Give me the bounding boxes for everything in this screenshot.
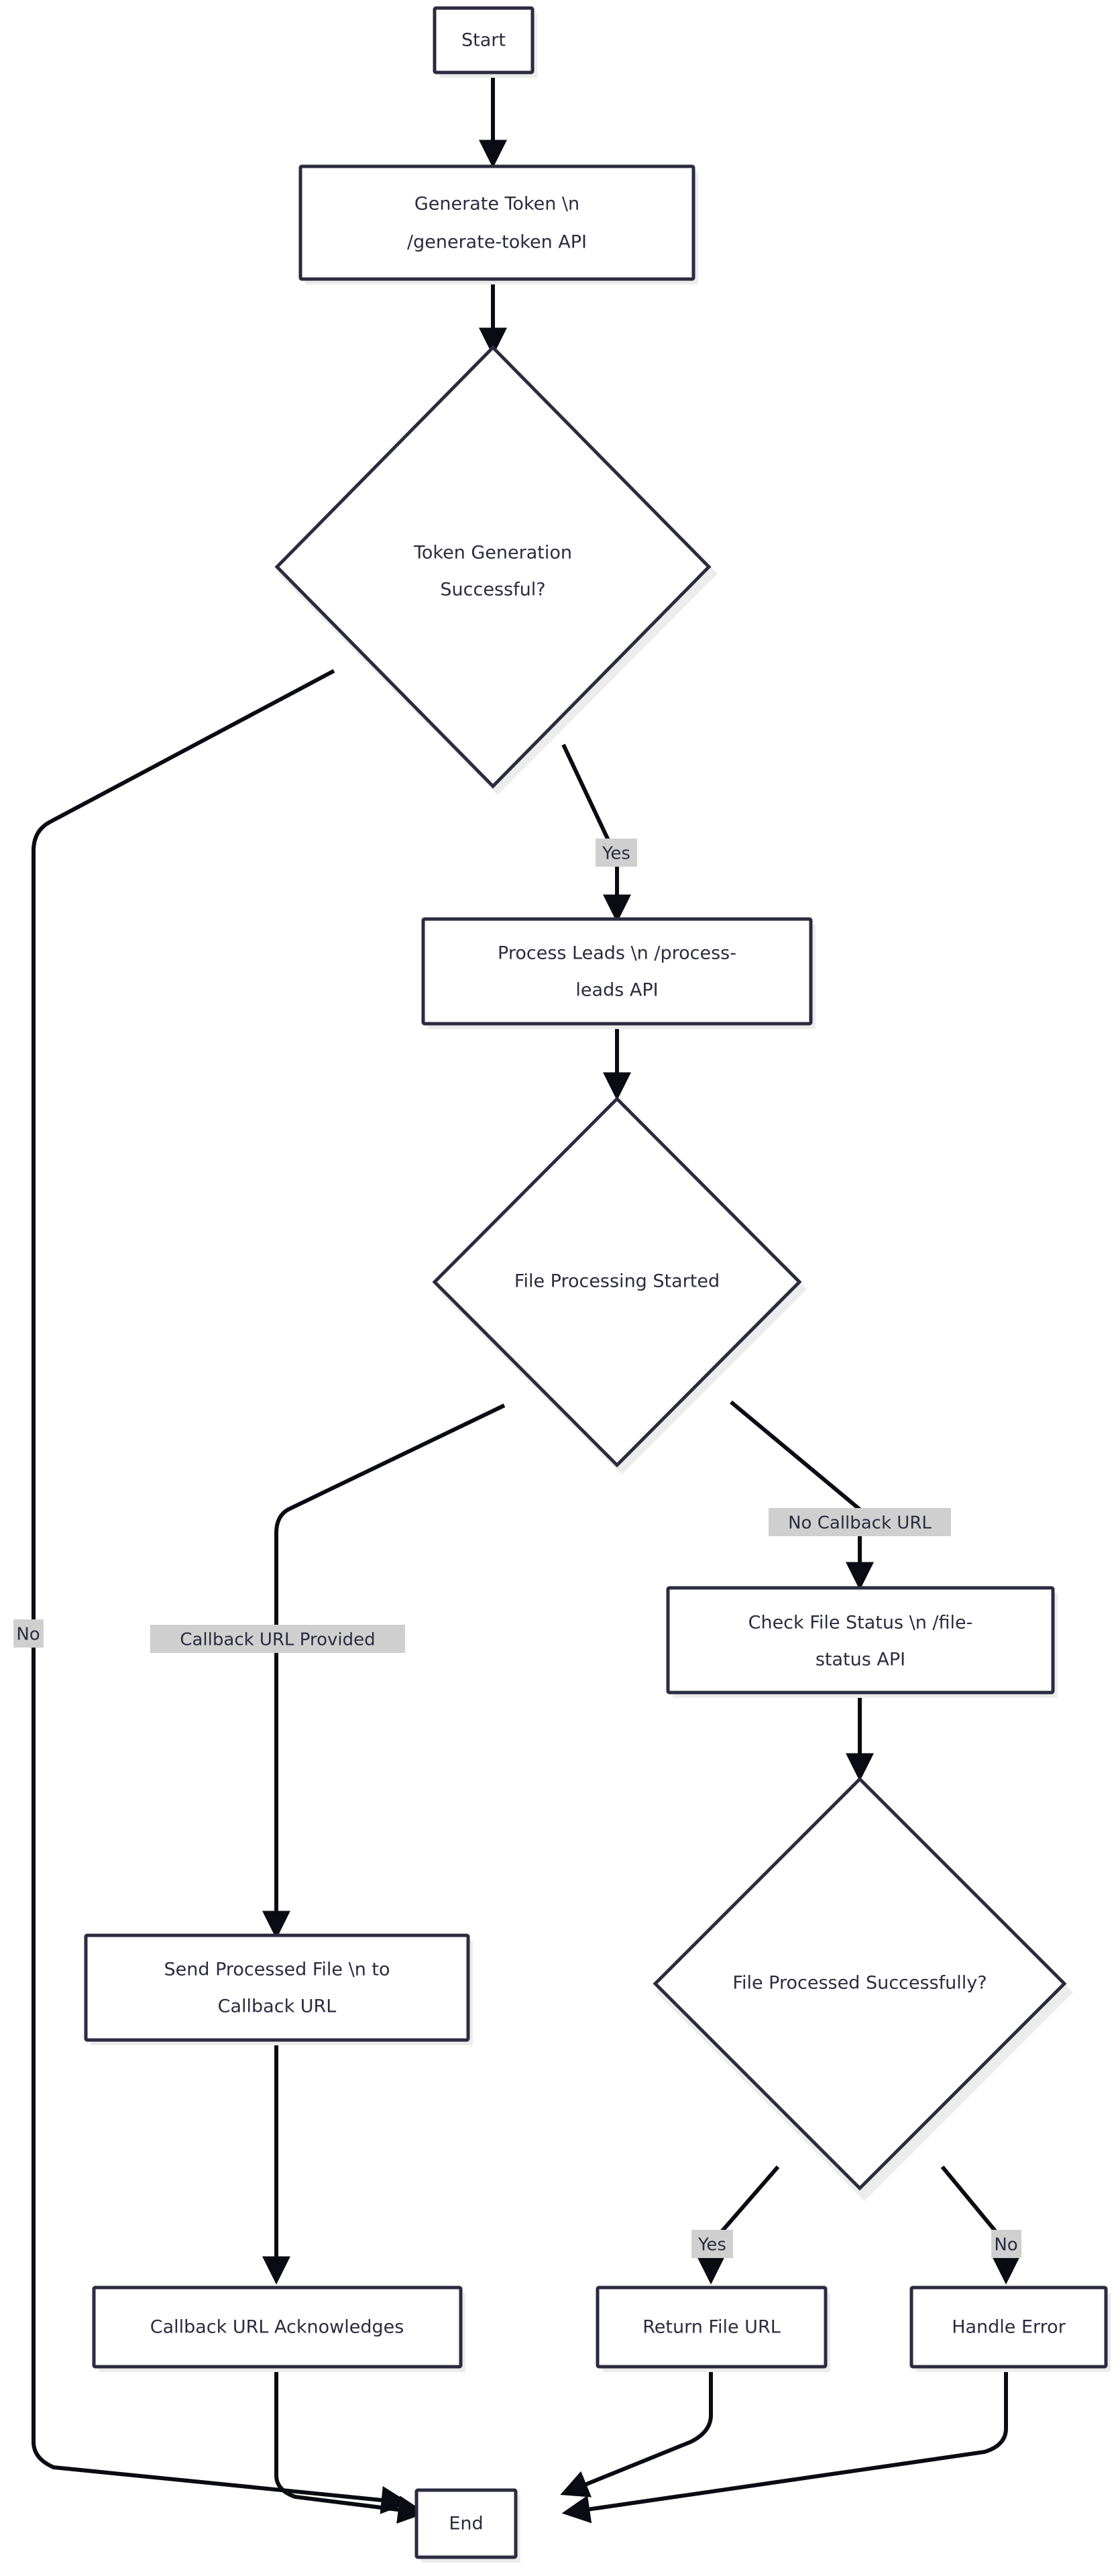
node-start-label: Start: [461, 30, 506, 51]
node-start[interactable]: Start: [433, 6, 537, 78]
node-generate-token-label-line1: Generate Token \n: [414, 194, 579, 215]
node-generate-token[interactable]: Generate Token \n /generate-token API: [298, 164, 698, 284]
node-process-leads-label-line2: leads API: [575, 980, 658, 1001]
edge-label-token-no-text: No: [16, 1625, 40, 1645]
node-process-leads[interactable]: Process Leads \n /process- leads API: [421, 917, 816, 1029]
edge-label-token-yes: Yes: [596, 839, 637, 867]
edge-token-decision-yes-to-process-leads: [561, 743, 631, 923]
node-check-file-status[interactable]: Check File Status \n /file- status API: [666, 1586, 1058, 1698]
edge-label-file-yes: Yes: [691, 2230, 733, 2258]
node-generate-token-label-line2: /generate-token API: [407, 232, 587, 253]
node-file-processing-started-label: File Processing Started: [514, 1271, 720, 1292]
edge-label-file-yes-text: Yes: [697, 2235, 726, 2255]
node-send-processed-file-label-line1: Send Processed File \n to: [164, 1960, 390, 1980]
edge-label-callback-url-provided-text: Callback URL Provided: [180, 1630, 375, 1650]
edge-token-decision-no-to-end: [32, 669, 410, 2514]
node-file-processing-started[interactable]: File Processing Started: [432, 1096, 807, 1474]
edge-label-callback-url-provided: Callback URL Provided: [150, 1625, 405, 1653]
edge-file-started-callback-provided-to-send-file: [262, 1403, 506, 1939]
node-file-processed-decision[interactable]: File Processed Successfully?: [653, 1776, 1073, 2201]
node-return-file-url[interactable]: Return File URL: [596, 2286, 830, 2372]
node-end[interactable]: End: [414, 2488, 520, 2563]
edge-label-file-no: No: [991, 2230, 1021, 2258]
edge-callback-ack-to-end: [274, 2361, 427, 2524]
node-handle-error[interactable]: Handle Error: [909, 2286, 1111, 2372]
node-file-processed-decision-label: File Processed Successfully?: [732, 1973, 987, 1994]
edge-label-no-callback-url-text: No Callback URL: [788, 1513, 932, 1534]
node-token-decision-label-line1: Token Generation: [413, 543, 572, 564]
node-send-processed-file[interactable]: Send Processed File \n to Callback URL: [84, 1933, 473, 2045]
node-send-processed-file-label-line2: Callback URL: [218, 1996, 337, 2017]
edge-label-file-no-text: No: [994, 2235, 1017, 2255]
edge-file-processed-no-to-handle-error: [940, 2165, 1020, 2285]
node-handle-error-label: Handle Error: [952, 2317, 1066, 2338]
edge-handle-error-to-end: [561, 2361, 1008, 2524]
edge-file-processed-yes-to-return-url: [697, 2165, 780, 2285]
edge-label-no-callback-url: No Callback URL: [769, 1508, 951, 1536]
edge-label-token-yes-text: Yes: [602, 844, 630, 864]
node-callback-url-acknowledges-label: Callback URL Acknowledges: [150, 2317, 404, 2338]
node-token-decision-label-line2: Successful?: [440, 580, 545, 600]
node-check-file-status-label-line1: Check File Status \n /file-: [748, 1613, 973, 1633]
node-end-label: End: [449, 2514, 483, 2534]
edge-return-url-to-end: [560, 2361, 713, 2498]
edge-file-started-no-callback-to-check-status: [730, 1400, 874, 1591]
edge-label-token-no: No: [13, 1619, 44, 1648]
node-process-leads-label-line1: Process Leads \n /process-: [498, 943, 736, 964]
node-return-file-url-label: Return File URL: [642, 2317, 781, 2338]
node-check-file-status-label-line2: status API: [816, 1650, 905, 1670]
node-callback-url-acknowledges[interactable]: Callback URL Acknowledges: [92, 2286, 465, 2372]
node-token-generation-decision[interactable]: Token Generation Successful?: [274, 345, 718, 795]
